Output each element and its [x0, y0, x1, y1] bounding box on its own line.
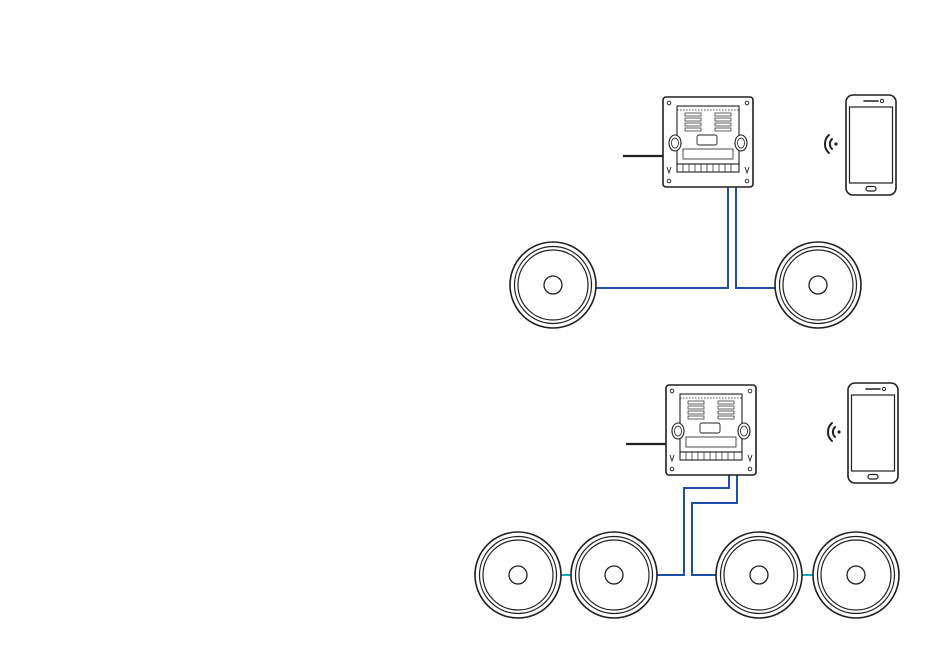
wall-amplifier [663, 97, 753, 187]
setup-2 [475, 383, 899, 618]
smartphone-icon [848, 383, 898, 483]
wifi-signal-icon [825, 135, 838, 153]
speaker-icon [510, 242, 596, 328]
speaker-icon [475, 532, 561, 618]
smartphone-icon [846, 95, 896, 195]
speaker-wire-right [736, 174, 776, 288]
speaker-icon [571, 532, 657, 618]
setup-1 [510, 95, 896, 328]
speaker-icon [775, 242, 861, 328]
speaker-icon [813, 532, 899, 618]
speaker-wire-left [596, 174, 728, 288]
wifi-signal-icon [828, 423, 841, 441]
wall-amplifier [666, 385, 756, 475]
speaker-icon [716, 532, 802, 618]
